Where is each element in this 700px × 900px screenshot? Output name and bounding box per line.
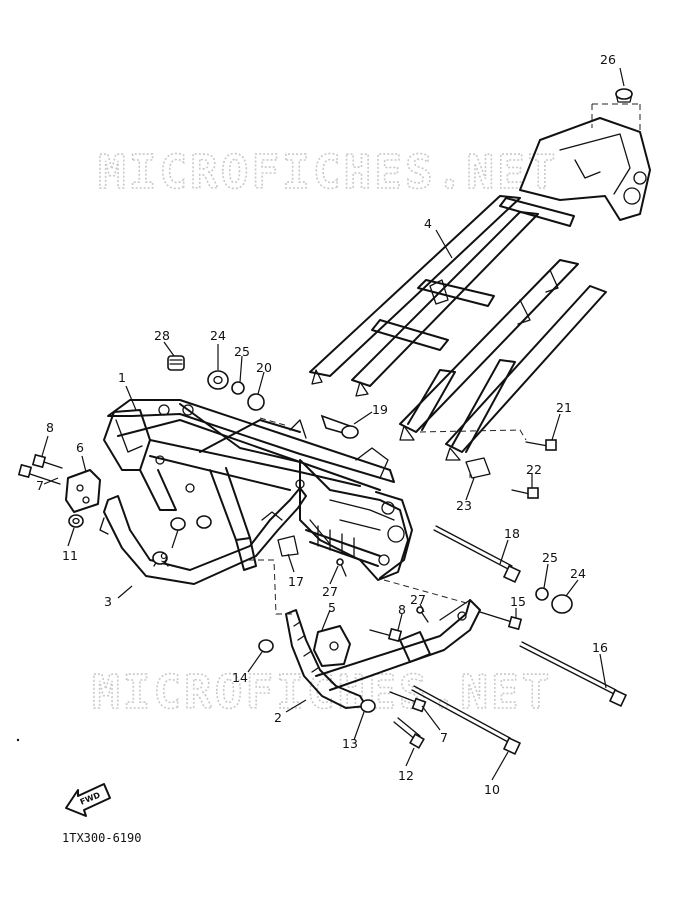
bolt-12 <box>393 717 425 749</box>
callout-14: 14 <box>232 670 248 685</box>
callout-12: 12 <box>398 768 414 783</box>
bracket-5 <box>313 625 351 667</box>
bushing-24-upper <box>207 370 229 390</box>
stud-19 <box>320 414 359 439</box>
callout-7-left: 7 <box>36 478 44 493</box>
bushing-24-lower <box>551 594 573 614</box>
leader-lines <box>41 67 625 781</box>
callout-24-lower: 24 <box>570 566 586 581</box>
washer-25-upper <box>231 381 245 395</box>
fwd-arrow-icon: FWD <box>65 783 111 817</box>
nuts-9 <box>152 515 212 565</box>
bolt-27-upper <box>336 558 347 577</box>
rear-frame-part <box>309 103 651 461</box>
callout-7-lower: 7 <box>440 730 448 745</box>
bolt-8-left <box>31 453 63 469</box>
nut-11 <box>68 514 84 528</box>
callout-8-lower: 8 <box>398 602 406 617</box>
callout-17: 17 <box>288 574 304 589</box>
callout-19: 19 <box>372 402 388 417</box>
callout-3: 3 <box>104 594 112 609</box>
callout-27-lower: 27 <box>410 592 426 607</box>
callout-10: 10 <box>484 782 500 797</box>
routing-line-top <box>259 417 289 427</box>
callout-5: 5 <box>328 600 336 615</box>
bracket-17 <box>277 535 299 557</box>
bolt-22 <box>511 487 539 499</box>
callout-25-upper: 25 <box>234 344 250 359</box>
watermark-top: MICROFICHES.NET <box>98 145 558 199</box>
bolt-10 <box>411 685 522 756</box>
routing-line-right <box>383 579 471 605</box>
callout-22: 22 <box>526 462 542 477</box>
callout-24-upper: 24 <box>210 328 226 343</box>
callout-26: 26 <box>600 52 616 67</box>
downtube-part <box>99 487 307 585</box>
bracket-6 <box>65 469 101 513</box>
bolt-7-left <box>17 463 61 485</box>
collar-28 <box>167 355 185 371</box>
routing-line-main <box>248 559 292 615</box>
callout-11: 11 <box>62 548 78 563</box>
callout-4: 4 <box>424 216 432 231</box>
collar-20 <box>247 393 265 411</box>
bolt-21 <box>419 429 557 451</box>
callout-6: 6 <box>76 440 84 455</box>
bolt-15 <box>479 611 523 631</box>
callout-numbers: 1 2 3 4 5 6 7 7 8 8 9 10 11 12 13 14 15 … <box>36 52 616 797</box>
callout-8-left: 8 <box>46 420 54 435</box>
callout-27-upper: 27 <box>322 584 338 599</box>
stray-dot <box>16 738 20 742</box>
callout-1: 1 <box>118 370 126 385</box>
callout-9: 9 <box>160 550 168 565</box>
callout-16: 16 <box>592 640 608 655</box>
callout-25-lower: 25 <box>542 550 558 565</box>
grommet-26 <box>615 88 633 103</box>
callout-15: 15 <box>510 594 526 609</box>
callout-21: 21 <box>556 400 572 415</box>
callout-18: 18 <box>504 526 520 541</box>
bolt-7-lower <box>389 691 427 713</box>
nut-13 <box>360 699 376 713</box>
callout-28: 28 <box>154 328 170 343</box>
callout-23: 23 <box>456 498 472 513</box>
callout-20: 20 <box>256 360 272 375</box>
callout-13: 13 <box>342 736 358 751</box>
part-code: 1TX300-6190 <box>62 831 141 845</box>
main-frame-part <box>103 399 413 581</box>
callout-2: 2 <box>274 710 282 725</box>
nut-14 <box>258 639 274 653</box>
washer-25-lower <box>535 587 549 601</box>
bolt-16 <box>519 641 628 708</box>
bolt-8-lower <box>369 627 403 643</box>
clip-23 <box>465 457 491 479</box>
bolt-18 <box>433 525 522 584</box>
